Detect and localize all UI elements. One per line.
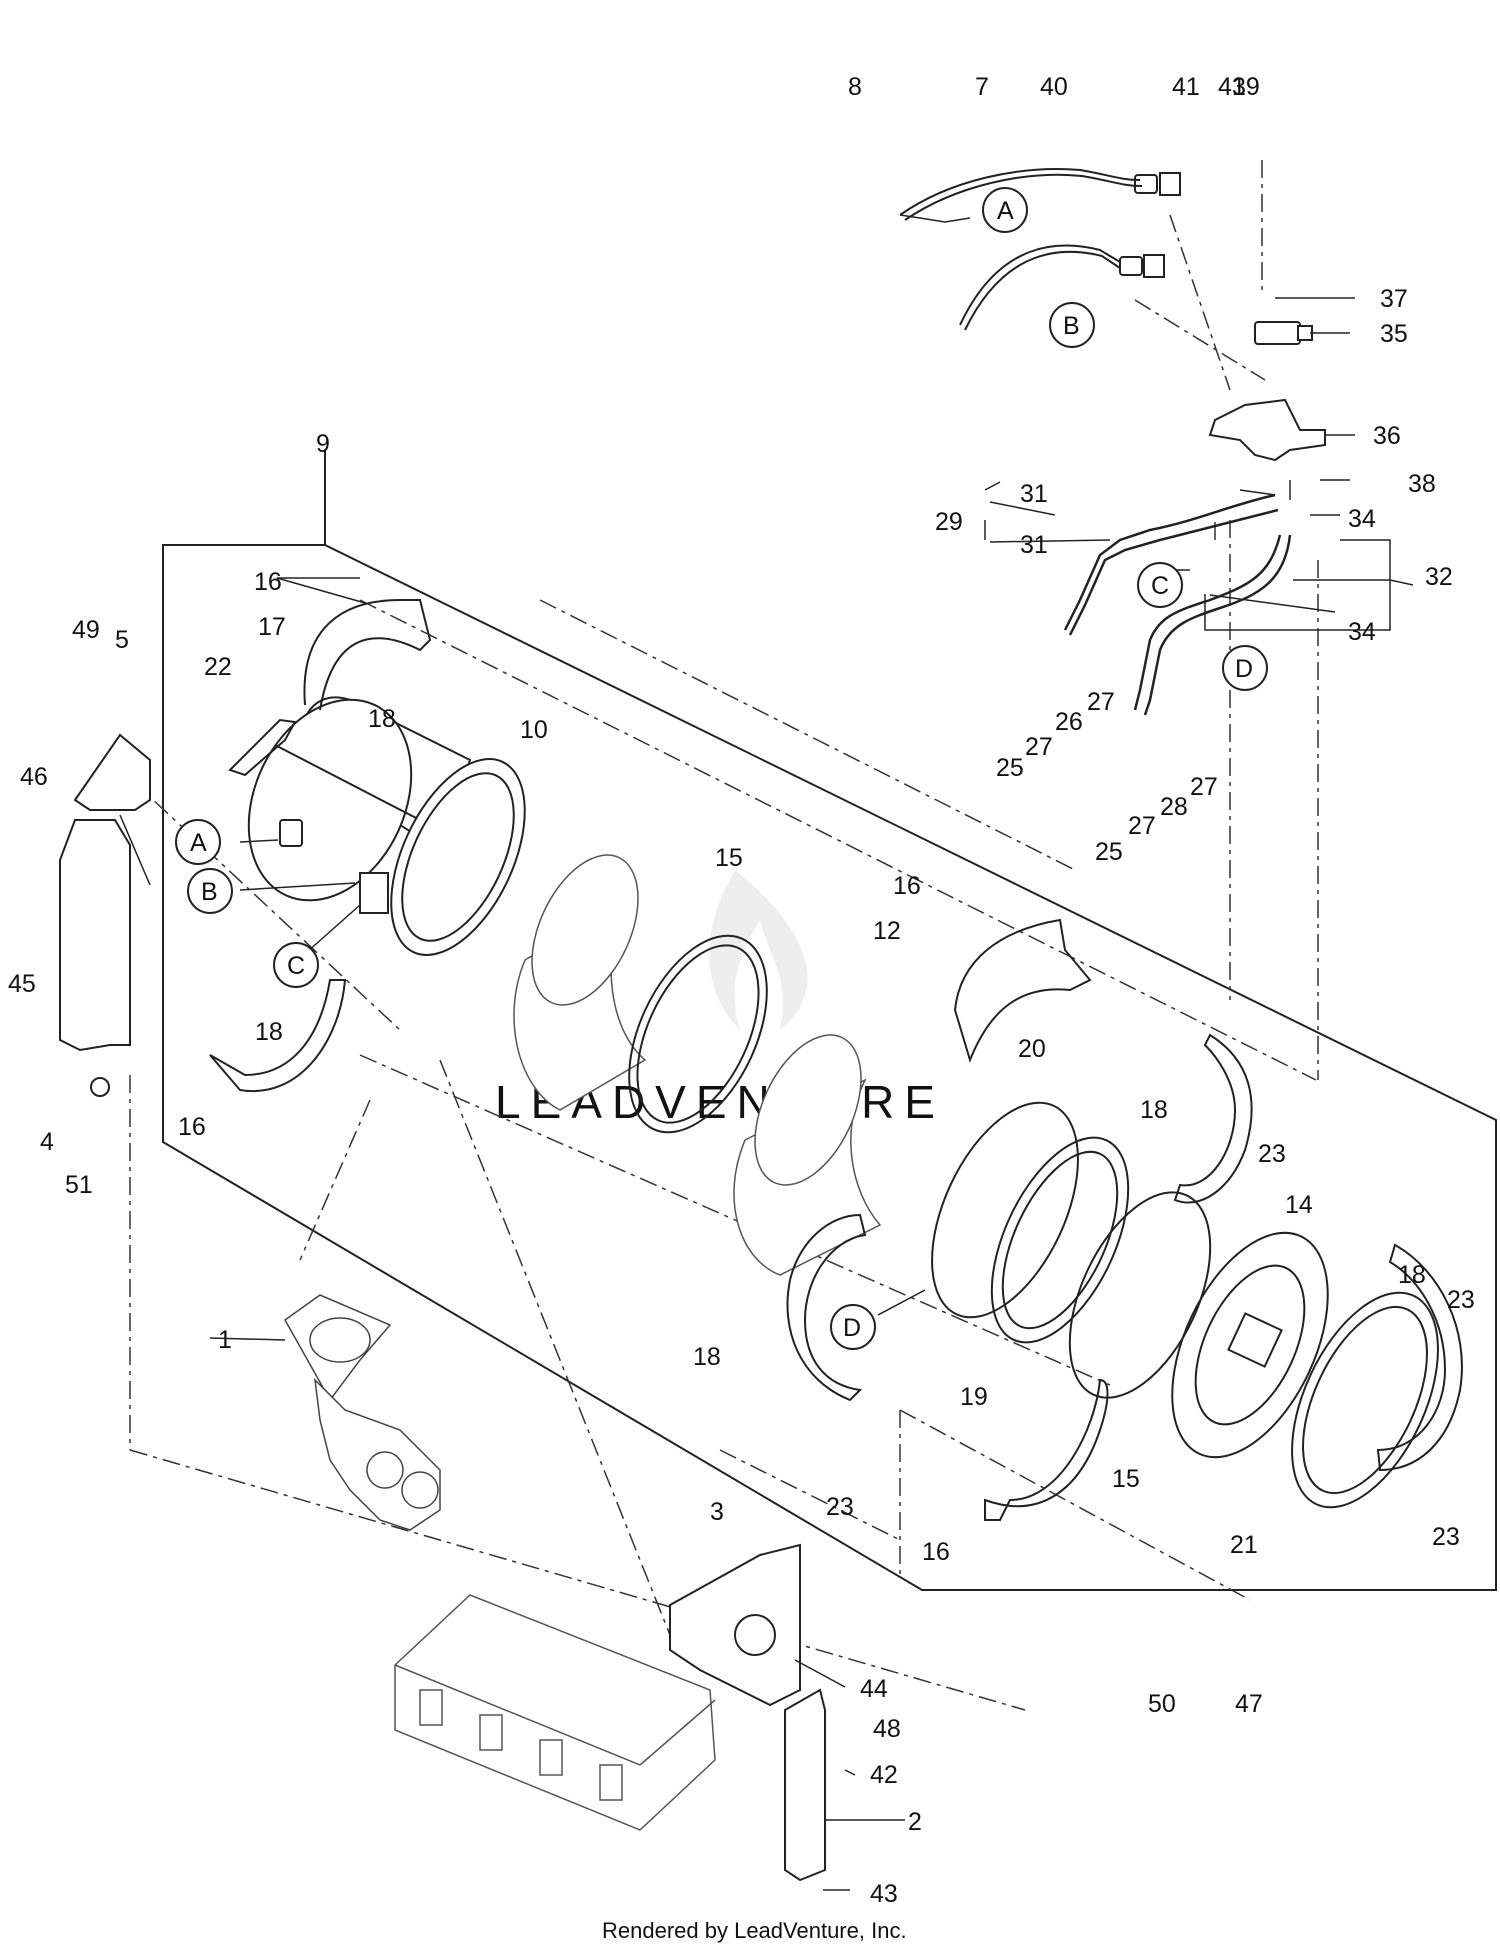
callout-47: 47: [1235, 1690, 1263, 1718]
ref-label-d-top: D: [1235, 655, 1253, 683]
callout-12: 12: [873, 917, 901, 945]
ref-label-c-top: C: [1151, 572, 1169, 600]
callout-49: 49: [72, 616, 100, 644]
callout-50: 50: [1148, 1690, 1176, 1718]
callout-5: 5: [115, 626, 129, 654]
exhaust-manifold: [284, 1294, 441, 1531]
callout-43: 43: [870, 1880, 898, 1908]
callout-27d: 27: [1128, 812, 1156, 840]
footer-credit: Rendered by LeadVenture, Inc.: [602, 1918, 907, 1943]
callout-22: 22: [204, 653, 232, 681]
callout-17: 17: [258, 613, 286, 641]
callout-28: 28: [1160, 793, 1188, 821]
callout-15b: 15: [1112, 1465, 1140, 1493]
callout-42: 42: [870, 1761, 898, 1789]
callout-37: 37: [1380, 285, 1408, 313]
callout-3: 3: [710, 1498, 724, 1526]
callout-16: 16: [254, 568, 282, 596]
callout-2: 2: [908, 1808, 922, 1836]
callout-25: 25: [996, 754, 1024, 782]
callout-7: 7: [975, 73, 989, 101]
callout-18: 18: [368, 705, 396, 733]
callout-9: 9: [316, 430, 330, 458]
callout-32: 32: [1425, 563, 1453, 591]
gaskets: [628, 934, 1439, 1509]
callout-18b: 18: [255, 1018, 283, 1046]
callout-23d: 23: [1432, 1523, 1460, 1551]
callout-48: 48: [873, 1715, 901, 1743]
callout-23: 23: [1258, 1140, 1286, 1168]
callout-4: 4: [40, 1128, 54, 1156]
callout-51: 51: [65, 1171, 93, 1199]
callout-36: 36: [1373, 422, 1401, 450]
assembly-outline: [162, 450, 1497, 1591]
callout-35: 35: [1380, 320, 1408, 348]
callout-21: 21: [1230, 1531, 1258, 1559]
callout-34b: 34: [1348, 618, 1376, 646]
filter-cylinders: [513, 854, 882, 1276]
callout-46: 46: [20, 763, 48, 791]
callout-18c: 18: [1140, 1096, 1168, 1124]
callout-41: 41: [1172, 73, 1200, 101]
callout-16b: 16: [893, 872, 921, 900]
callout-15: 15: [715, 844, 743, 872]
catalyst-housing: [247, 696, 526, 956]
sensor-wires: [899, 168, 1181, 331]
callout-16c: 16: [178, 1113, 206, 1141]
sensor-bracket: [1208, 321, 1326, 462]
callout-31: 31: [1020, 480, 1048, 508]
callout-18d: 18: [693, 1343, 721, 1371]
callout-39: 39: [1232, 73, 1260, 101]
callout-41b: 41: [1218, 73, 1246, 101]
ref-label-d: D: [843, 1314, 861, 1342]
callout-14: 14: [1285, 1191, 1313, 1219]
ref-label-b: B: [201, 878, 218, 906]
callout-44: 44: [860, 1675, 888, 1703]
callout-29: 29: [935, 508, 963, 536]
callout-8: 8: [848, 73, 862, 101]
callout-25b: 25: [1095, 838, 1123, 866]
cylinder-head: [394, 1594, 716, 1831]
brackets-2-3: [669, 1543, 826, 1882]
callout-40: 40: [1040, 73, 1068, 101]
pressure-tubes: [1063, 493, 1292, 716]
reference-circles: [175, 187, 1268, 1350]
callout-18e: 18: [1398, 1261, 1426, 1289]
callout-27c: 27: [1190, 773, 1218, 801]
ref-label-a: A: [190, 829, 207, 857]
callout-26: 26: [1055, 708, 1083, 736]
ref-label-b-top: B: [1063, 312, 1080, 340]
callout-1: 1: [218, 1326, 232, 1354]
callout-20: 20: [1018, 1035, 1046, 1063]
callout-31b: 31: [1020, 531, 1048, 559]
bracket-4-5: [59, 733, 151, 1097]
callout-16d: 16: [922, 1538, 950, 1566]
callout-38: 38: [1408, 470, 1436, 498]
bracket-17: [228, 718, 297, 777]
callout-10: 10: [520, 716, 548, 744]
callout-27b: 27: [1025, 733, 1053, 761]
alignment-lines: [104, 160, 1319, 1711]
callout-23b: 23: [826, 1493, 854, 1521]
clamps: [209, 599, 1463, 1521]
ref-label-c: C: [287, 952, 305, 980]
callout-23c: 23: [1447, 1286, 1475, 1314]
callout-27: 27: [1087, 688, 1115, 716]
callout-45: 45: [8, 970, 36, 998]
ref-label-a-top: A: [997, 197, 1014, 225]
callout-19: 19: [960, 1383, 988, 1411]
callout-34: 34: [1348, 505, 1376, 533]
